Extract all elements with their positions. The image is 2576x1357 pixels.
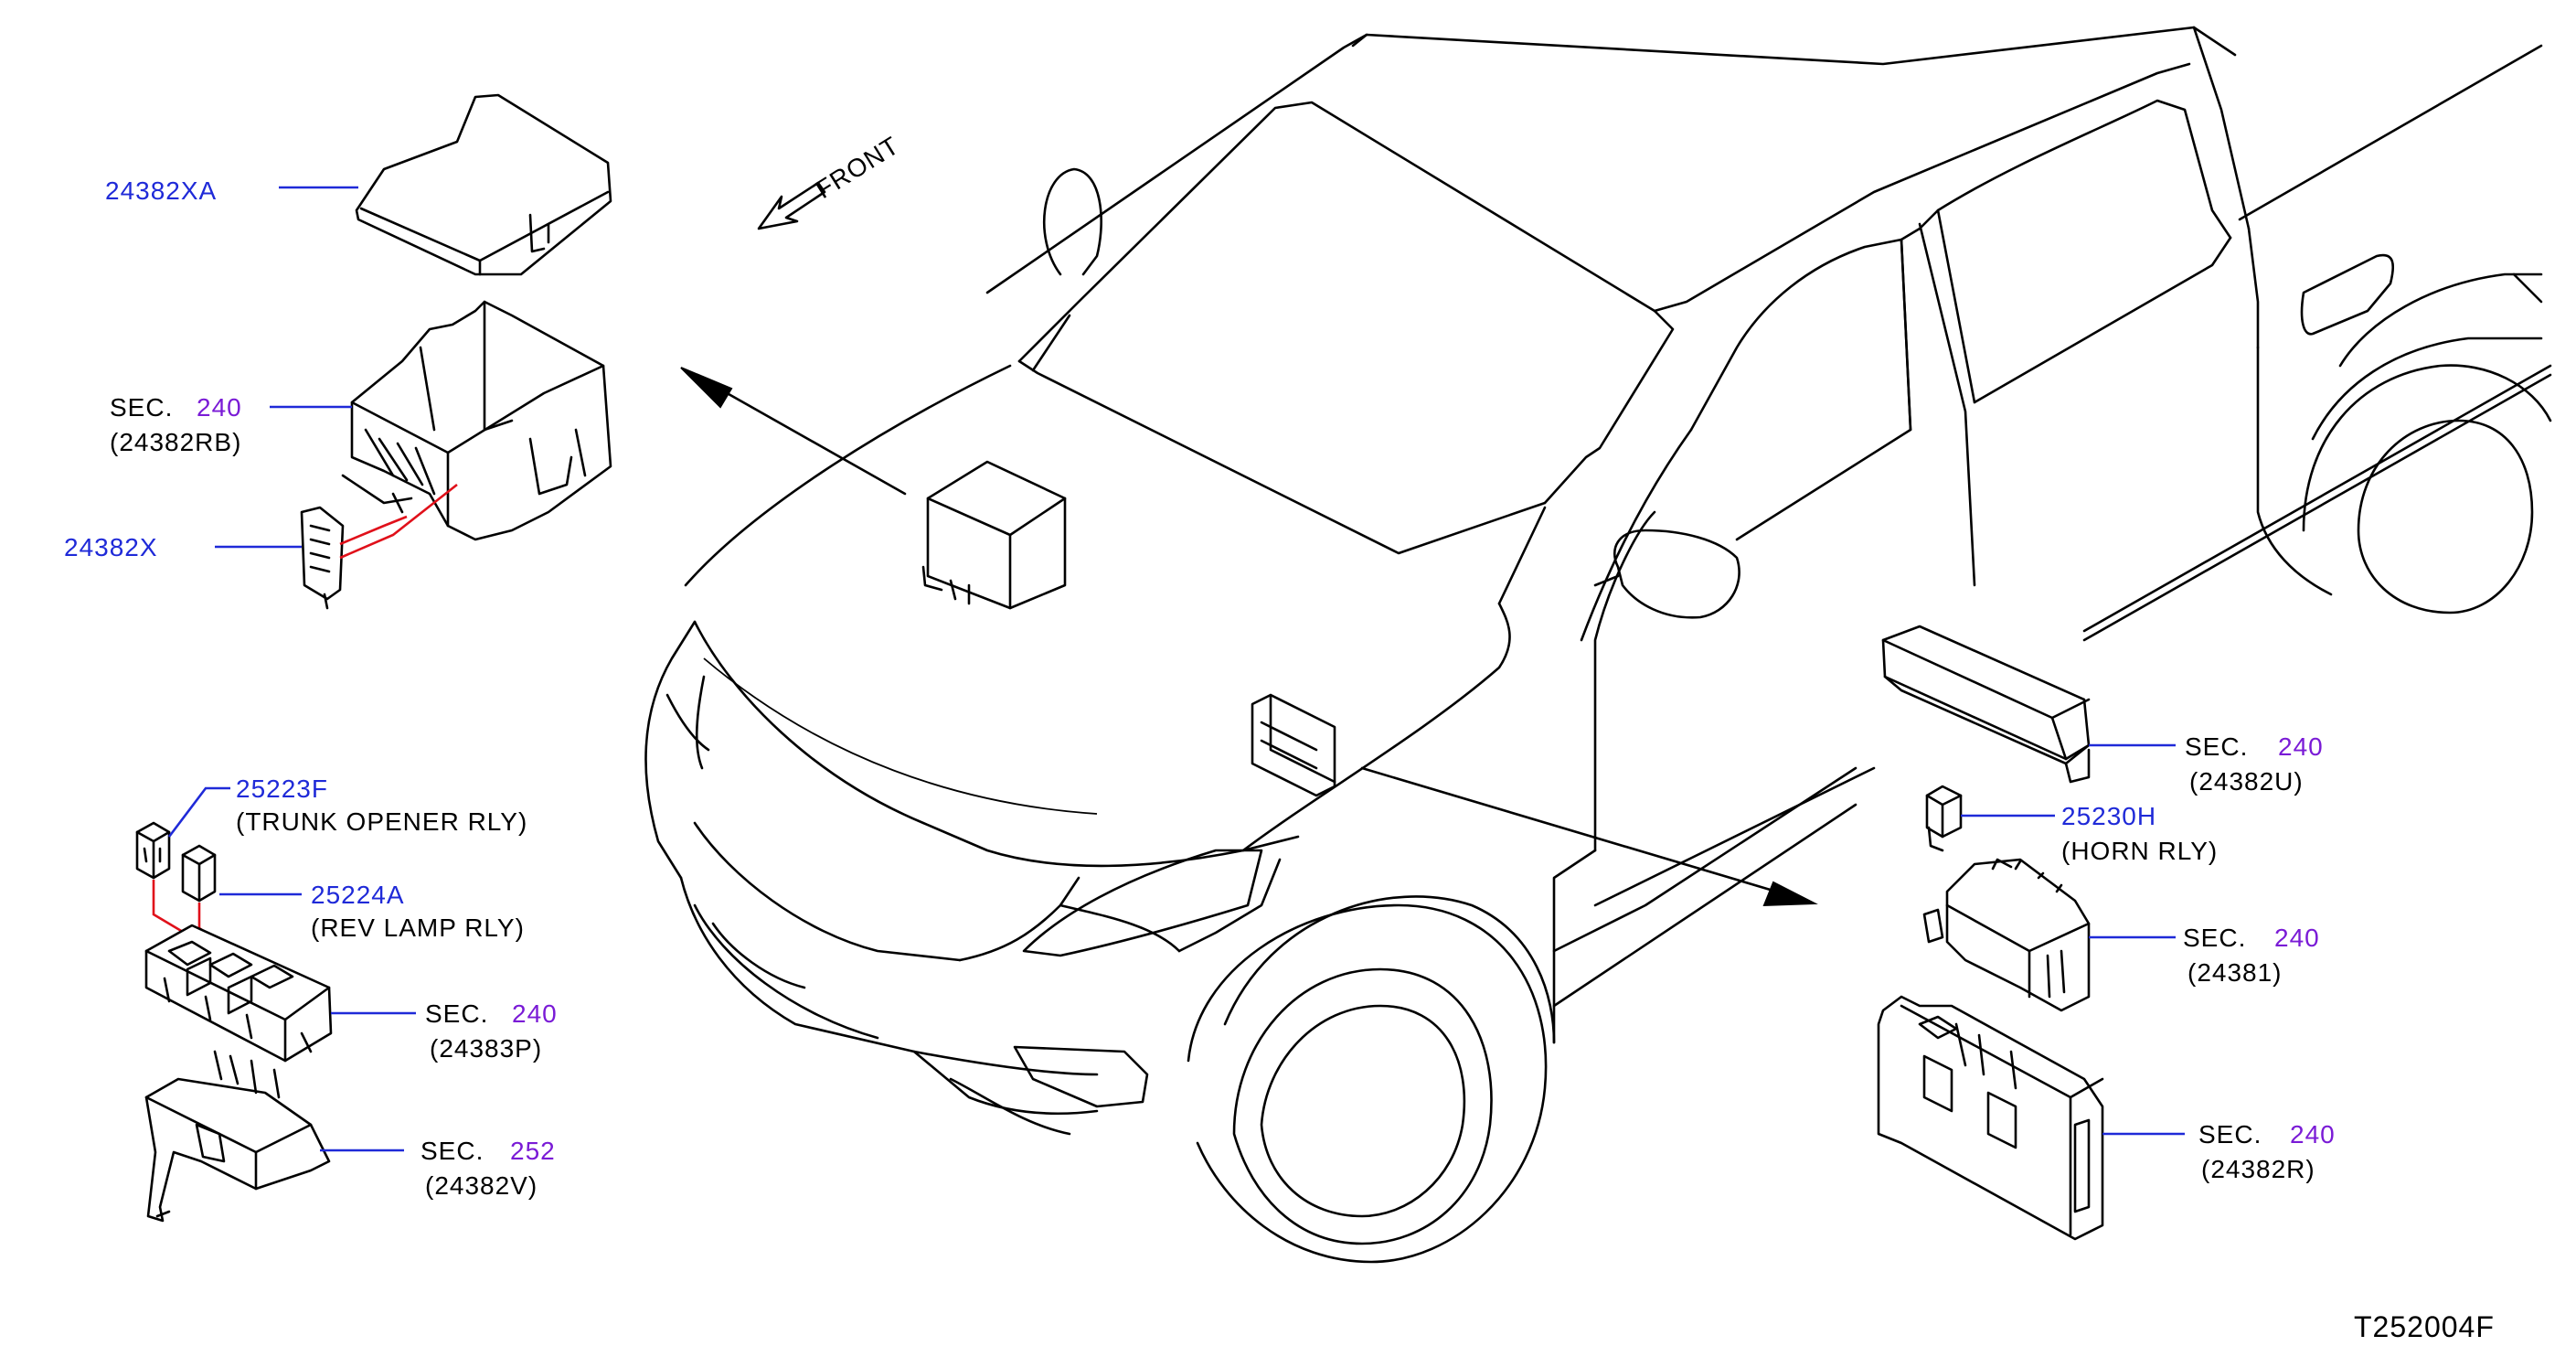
- engine-box-location-icon: [921, 460, 1067, 610]
- callout-24382xa: 24382XA: [105, 176, 217, 205]
- sec-prefix: SEC.: [2198, 1120, 2262, 1149]
- fuse-block-24381: [1922, 858, 2091, 1012]
- part-number-25230h: 25230H: [2061, 802, 2156, 830]
- part-number-24382x: 24382X: [64, 533, 158, 561]
- sec-prefix: SEC.: [2183, 924, 2246, 952]
- callout-25223f: 25223F (TRUNK OPENER RLY): [236, 775, 527, 836]
- ref-number: (24382V): [425, 1171, 538, 1200]
- ref-number: (24383P): [430, 1034, 542, 1063]
- vehicle-outline: [644, 26, 2552, 1264]
- ref-number: (24382U): [2189, 767, 2304, 796]
- cabin-box-location-icon: [1251, 693, 1336, 797]
- sec-prefix: SEC.: [2185, 732, 2248, 761]
- sec-number: 240: [2278, 732, 2324, 761]
- sec-number: 240: [2274, 924, 2320, 952]
- callout-25230h: 25230H (HORN RLY): [2061, 802, 2218, 865]
- callout-24382v: SEC. 252 (24382V): [420, 1137, 556, 1200]
- pointer-arrows: [680, 367, 1818, 907]
- sec-prefix: SEC.: [420, 1137, 484, 1165]
- callout-24383p: SEC. 240 (24383P): [425, 999, 558, 1063]
- relay-description: (HORN RLY): [2061, 837, 2218, 865]
- harness-line-top: [339, 483, 458, 560]
- part-number-25223f: 25223F: [236, 775, 328, 803]
- callout-24382rb: SEC. 240 (24382RB): [110, 393, 242, 456]
- relay-description: (TRUNK OPENER RLY): [236, 807, 527, 836]
- callout-24382u: SEC. 240 (24382U): [2185, 732, 2324, 796]
- callout-24382r: SEC. 240 (24382R): [2198, 1120, 2336, 1183]
- junction-block-24382r: [1877, 995, 2104, 1241]
- horn-relay-25230h: [1925, 785, 1963, 852]
- relay-block-24383p: [144, 924, 333, 1063]
- sec-prefix: SEC.: [110, 393, 173, 422]
- callout-24381: SEC. 240 (24381): [2183, 924, 2320, 987]
- ref-number: (24382RB): [110, 428, 241, 456]
- cover-24382u: [1881, 625, 2091, 784]
- callout-25224a: 25224A (REV LAMP RLY): [311, 881, 525, 942]
- sec-number: 240: [512, 999, 558, 1028]
- front-label: FRONT: [811, 131, 904, 204]
- part-number-25224a: 25224A: [311, 881, 405, 909]
- cover-24382xa: [355, 93, 612, 276]
- relay-description: (REV LAMP RLY): [311, 914, 525, 942]
- sec-prefix: SEC.: [425, 999, 488, 1028]
- sec-number: 252: [510, 1137, 556, 1165]
- sec-number: 240: [2290, 1120, 2336, 1149]
- leader-lines: [167, 186, 2185, 1152]
- sec-number: 240: [197, 393, 242, 422]
- part-number-24382xa: 24382XA: [105, 176, 217, 205]
- diagram-id: T252004F: [2354, 1310, 2495, 1343]
- relay-bracket-24382v: [144, 1050, 331, 1223]
- ref-number: (24381): [2187, 958, 2283, 987]
- bracket-24382x: [300, 506, 345, 610]
- rev-lamp-relay-25224a: [181, 844, 217, 903]
- fuse-box-24382rb: [341, 300, 612, 541]
- front-direction-arrow: FRONT: [757, 131, 904, 230]
- ref-number: (24382R): [2201, 1155, 2315, 1183]
- callout-24382x: 24382X: [64, 533, 158, 561]
- trunk-opener-relay-25223f: [135, 821, 171, 880]
